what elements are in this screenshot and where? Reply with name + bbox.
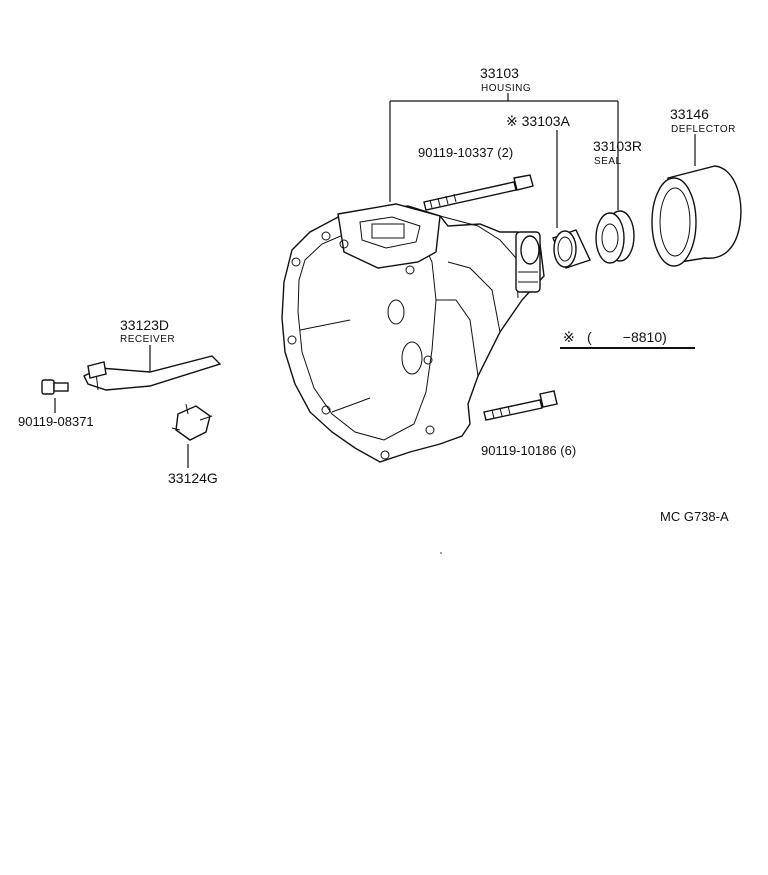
figure-code: MC G738-A [660,509,729,524]
label-seal: 33103R SEAL [593,138,642,167]
label-housing: 33103 HOUSING [480,65,531,94]
label-bolt-lower: 90119-10186 (6) [481,443,576,458]
clip-part [171,403,213,441]
label-receiver-number: 33123D [120,317,169,333]
label-seal-name: SEAL [594,156,622,167]
label-bolt-lower-number: 90119-10186 (6) [481,443,576,458]
note-mark: ※ [563,329,575,345]
figure-code-text: MC G738-A [660,509,729,524]
label-deflector: 33146 DEFLECTOR [670,106,736,166]
label-clip-number: 33124G [168,470,218,486]
receiver-part [83,355,222,391]
label-receiver: 33123D RECEIVER [120,317,175,374]
label-bolt-receiver: 90119-08371 [18,398,94,429]
label-bolt-receiver-number: 90119-08371 [18,414,94,429]
label-bushing: ※ 33103A [506,113,571,228]
label-deflector-name: DEFLECTOR [671,124,736,135]
label-bolt-upper-number: 90119-10337 (2) [418,145,513,160]
housing-bracket-leader [389,93,619,210]
housing-part [281,203,545,463]
applicability-note: ※ ( −8810) [560,329,695,349]
bolt-receiver-part [41,379,69,395]
label-bushing-number: ※ 33103A [506,113,571,129]
deflector-part [651,165,742,267]
bolt-upper-part [423,174,534,211]
note-text: ( −8810) [587,329,667,345]
label-housing-name: HOUSING [481,83,531,94]
bolt-lower-part [483,390,558,421]
stray-dot [440,552,442,554]
label-receiver-name: RECEIVER [120,334,175,345]
bushing-part [552,229,591,269]
label-housing-number: 33103 [480,65,519,81]
label-deflector-number: 33146 [670,106,709,122]
label-bolt-upper: 90119-10337 (2) [418,145,513,160]
seal-part [595,210,635,264]
label-seal-number: 33103R [593,138,642,154]
label-clip: 33124G [168,444,218,486]
